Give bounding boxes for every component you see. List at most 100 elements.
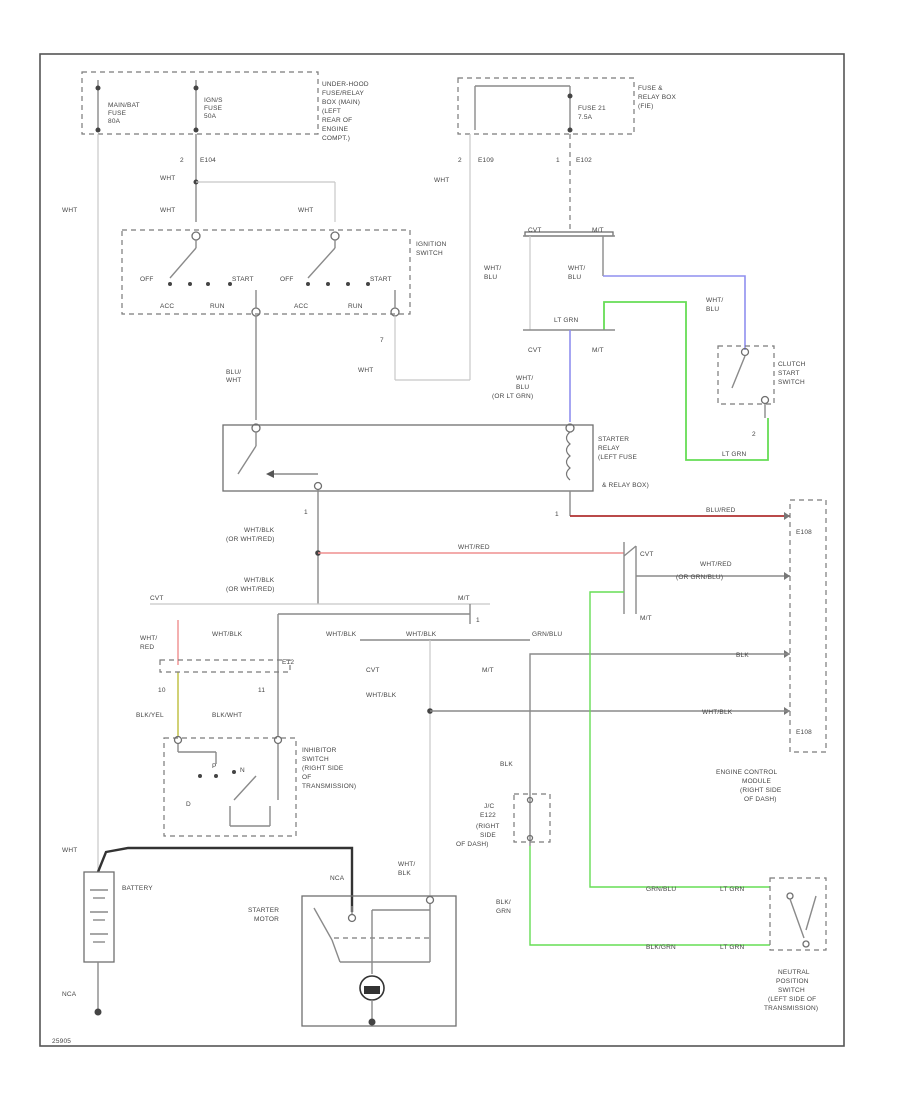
pos-d: D <box>186 801 191 808</box>
wire-wht-blu-cvt-2: BLU <box>484 274 497 281</box>
starter-relay-label-4: & RELAY BOX) <box>602 482 649 489</box>
wire-blk-yel: BLK/YEL <box>136 712 164 719</box>
starter-relay: STARTER RELAY (LEFT FUSE & RELAY BOX) <box>222 423 649 492</box>
pos-run-2: RUN <box>348 303 363 310</box>
pin-2-e104: 2 <box>180 157 184 164</box>
clutch-label-1: CLUTCH <box>778 361 806 368</box>
starter-motor-label-1: STARTER <box>248 907 279 914</box>
wire-wht-red-mid: WHT/RED <box>458 544 490 551</box>
wire-wht-blk-1b: (OR WHT/RED) <box>226 536 275 543</box>
clutch-label-2: START <box>778 370 800 377</box>
pin-1-e102: 1 <box>556 157 560 164</box>
jc-label-4: SIDE <box>480 832 496 839</box>
pos-start-1: START <box>232 276 254 283</box>
ecm-label-1: ENGINE CONTROL <box>716 769 777 776</box>
wire-blk-grn-2: GRN <box>496 908 511 915</box>
wire-blk-grn-neutral: BLK/GRN <box>646 944 676 951</box>
fuse-relay-box-fie: FUSE 21 7.5A FUSE & RELAY BOX (FIE) <box>457 77 677 135</box>
variant-cvt-relay: CVT <box>528 347 542 354</box>
starter-relay-label-1: STARTER <box>598 436 629 443</box>
variant-cvt-top: CVT <box>528 227 542 234</box>
neutral-position-switch: NEUTRAL POSITION SWITCH (LEFT SIDE OF TR… <box>764 877 827 1012</box>
green-wire-grn-blu <box>589 591 770 888</box>
ign-fuse-label-3: 50A <box>204 113 217 120</box>
diagram-frame <box>39 53 845 1047</box>
underhood-label-7: COMPT.) <box>322 135 350 142</box>
wire-wht-blk-lower: WHT/BLK <box>366 692 397 699</box>
underhood-label-5: REAR OF <box>322 117 352 124</box>
pos-run-1: RUN <box>210 303 225 310</box>
wire-wht-blu-clutch-2: BLU <box>706 306 719 313</box>
starter-relay-label-3: (LEFT FUSE <box>598 454 638 461</box>
neutral-label-2: POSITION <box>776 978 809 985</box>
wire-blk-wht: BLK/WHT <box>212 712 242 719</box>
wire-blu-red: BLU/RED <box>706 507 736 514</box>
joint-connector-e122: J/C E122 (RIGHT SIDE OF DASH) <box>456 792 551 848</box>
wire-wht-blu-mt-1: WHT/ <box>568 265 585 272</box>
wire-wht-ign-1: WHT <box>160 207 175 214</box>
wire-blu-wht-1: BLU/ <box>226 369 241 376</box>
wire-wht-e109: WHT <box>434 177 449 184</box>
wire-wht-blu-relay-2: BLU <box>516 384 529 391</box>
green-wire-lt-grn <box>603 301 769 461</box>
ecm-label-2: MODULE <box>742 778 771 785</box>
pin-1-relay-ecm: 1 <box>555 511 559 518</box>
diagram-id: 25905 <box>52 1038 71 1045</box>
pos-off-2: OFF <box>280 276 294 283</box>
wire-wht-red-inh-2: RED <box>140 644 154 651</box>
ecm-label-3: (RIGHT SIDE <box>740 787 782 794</box>
wire-lt-grn-neutral-2: LT GRN <box>720 944 745 951</box>
starter-motor: NCA STARTER MOTOR WHT/ BLK <box>248 861 457 1027</box>
fuse-21-label-2: 7.5A <box>578 114 593 121</box>
variant-cvt-lower: CVT <box>366 667 380 674</box>
variant-cvt-ecm: CVT <box>640 551 654 558</box>
wire-wht-ign-2: WHT <box>298 207 313 214</box>
fuse-relay-box-label-2: RELAY BOX <box>638 94 677 101</box>
connector-e108-top: E108 <box>796 529 812 536</box>
jc-label-2: E122 <box>480 812 496 819</box>
underhood-fuse-box: MAIN/BAT FUSE 80A IGN/S FUSE 50A UNDER-H… <box>81 71 369 142</box>
wire-wht-blu-clutch-1: WHT/ <box>706 297 723 304</box>
fuse-relay-box-label-1: FUSE & <box>638 85 663 92</box>
pos-acc-2: ACC <box>294 303 308 310</box>
jc-label-1: J/C <box>484 803 494 810</box>
wire-wht-e104: WHT <box>160 175 175 182</box>
neutral-label-4: (LEFT SIDE OF <box>768 996 816 1003</box>
pos-p: P <box>212 763 217 770</box>
fuse-relay-box-label-3: (FIE) <box>638 103 653 110</box>
connector-e104: E104 <box>200 157 216 164</box>
connector-e12: E12 <box>282 659 294 666</box>
ign-fuse-label-1: IGN/S <box>204 97 223 104</box>
underhood-label-4: (LEFT <box>322 108 341 115</box>
pin-2-e109: 2 <box>458 157 462 164</box>
pin-7-ign: 7 <box>380 337 384 344</box>
wire-wht-blu-mt-2: BLU <box>568 274 581 281</box>
wire-grn-blu-top: GRN/BLU <box>532 631 562 638</box>
blue-wire-clutch <box>603 275 746 350</box>
main-fuse-label-1: MAIN/BAT <box>108 102 140 109</box>
wire-wht-blu-cvt-1: WHT/ <box>484 265 501 272</box>
nca-starter: NCA <box>330 875 345 882</box>
variant-cvt-bus: CVT <box>150 595 164 602</box>
pos-off-1: OFF <box>140 276 154 283</box>
pin-2-clutch: 2 <box>752 431 756 438</box>
pos-acc-1: ACC <box>160 303 174 310</box>
wire-grn-blu-neutral: GRN/BLU <box>646 886 676 893</box>
engine-control-module: E108 E108 ENGINE CONTROL MODULE (RIGHT S… <box>716 499 827 803</box>
pin-11: 11 <box>258 687 265 694</box>
starter-motor-label-2: MOTOR <box>254 916 279 923</box>
wire-wht-blk-ecm: WHT/BLK <box>702 709 733 716</box>
pin-1-bus: 1 <box>476 617 480 624</box>
wire-lt-grn-bottom: LT GRN <box>722 451 747 458</box>
wire-wht-blu-relay-1: WHT/ <box>516 375 533 382</box>
underhood-label-2: FUSE/RELAY <box>322 90 364 97</box>
wire-wht-blk-inh: WHT/BLK <box>212 631 243 638</box>
wire-wht-ign-out: WHT <box>358 367 373 374</box>
connector-e108-bottom: E108 <box>796 729 812 736</box>
inhibitor-label-3: (RIGHT SIDE <box>302 765 344 772</box>
connector-e102: E102 <box>576 157 592 164</box>
wire-blk-grn-1: BLK/ <box>496 899 511 906</box>
variant-mt-ecm: M/T <box>640 615 652 622</box>
starter-relay-label-2: RELAY <box>598 445 620 452</box>
green-wire-blk-grn <box>529 846 770 946</box>
